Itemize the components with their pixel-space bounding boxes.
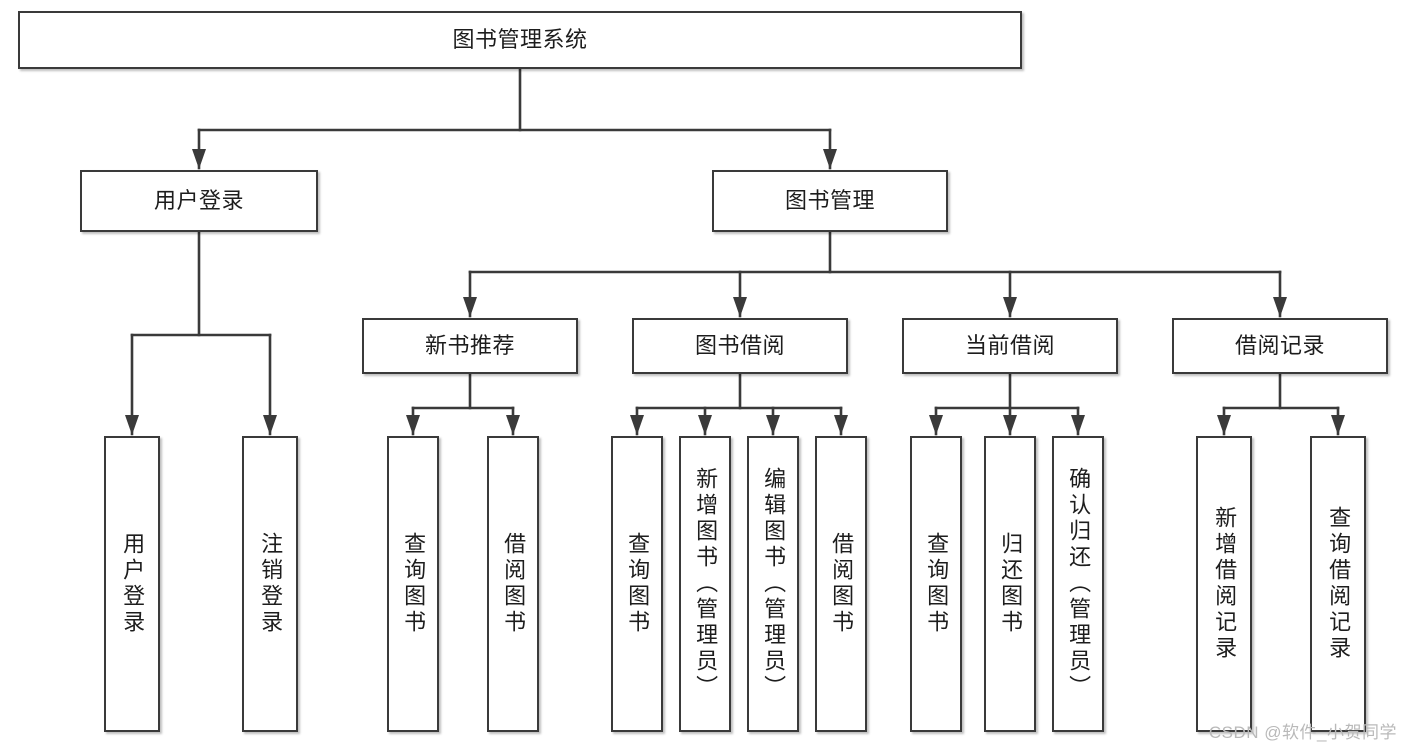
node-leaf-query-record[interactable]: 查询借阅记录 [1310, 436, 1366, 732]
node-leaf-add-record[interactable]: 新增借阅记录 [1196, 436, 1252, 732]
node-label: 图书管理 [784, 187, 875, 213]
node-label: 新增图书（管理员） [693, 467, 719, 701]
node-label: 新增借阅记录 [1212, 506, 1238, 662]
node-label: 图书管理系统 [452, 26, 588, 52]
node-label: 查询借阅记录 [1326, 506, 1352, 662]
node-label: 编辑图书（管理员） [761, 467, 787, 701]
node-label: 用户登录 [153, 187, 244, 213]
watermark-text: CSDN @软件_小贺同学 [1208, 723, 1397, 742]
node-leaf-user-login[interactable]: 用户登录 [104, 436, 160, 732]
node-leaf-edit-book[interactable]: 编辑图书（管理员） [747, 436, 799, 732]
node-leaf-user-logout[interactable]: 注销登录 [242, 436, 298, 732]
node-leaf-confirm-return[interactable]: 确认归还（管理员） [1052, 436, 1104, 732]
node-user-login[interactable]: 用户登录 [80, 170, 318, 232]
node-label: 查询图书 [401, 532, 427, 636]
node-leaf-return-book[interactable]: 归还图书 [984, 436, 1036, 732]
node-leaf-borrow-book[interactable]: 借阅图书 [815, 436, 867, 732]
node-label: 当前借阅 [964, 332, 1055, 358]
node-label: 借阅图书 [829, 532, 855, 636]
node-label: 注销登录 [258, 532, 284, 636]
node-book-borrow[interactable]: 图书借阅 [632, 318, 848, 374]
node-root[interactable]: 图书管理系统 [18, 11, 1022, 69]
node-label: 归还图书 [998, 532, 1024, 636]
node-leaf-query-book-rec[interactable]: 查询图书 [387, 436, 439, 732]
node-new-book-rec[interactable]: 新书推荐 [362, 318, 578, 374]
node-label: 借阅图书 [501, 532, 527, 636]
node-leaf-borrow-book-rec[interactable]: 借阅图书 [487, 436, 539, 732]
node-leaf-query-book-borrow[interactable]: 查询图书 [611, 436, 663, 732]
node-label: 借阅记录 [1234, 332, 1325, 358]
node-label: 用户登录 [120, 532, 146, 636]
node-label: 图书借阅 [694, 332, 785, 358]
node-label: 确认归还（管理员） [1066, 467, 1092, 701]
node-label: 查询图书 [625, 532, 651, 636]
node-leaf-add-book[interactable]: 新增图书（管理员） [679, 436, 731, 732]
node-current-borrow[interactable]: 当前借阅 [902, 318, 1118, 374]
node-label: 查询图书 [924, 532, 950, 636]
node-book-manage[interactable]: 图书管理 [712, 170, 948, 232]
node-leaf-query-book-current[interactable]: 查询图书 [910, 436, 962, 732]
node-label: 新书推荐 [424, 332, 515, 358]
node-borrow-record[interactable]: 借阅记录 [1172, 318, 1388, 374]
